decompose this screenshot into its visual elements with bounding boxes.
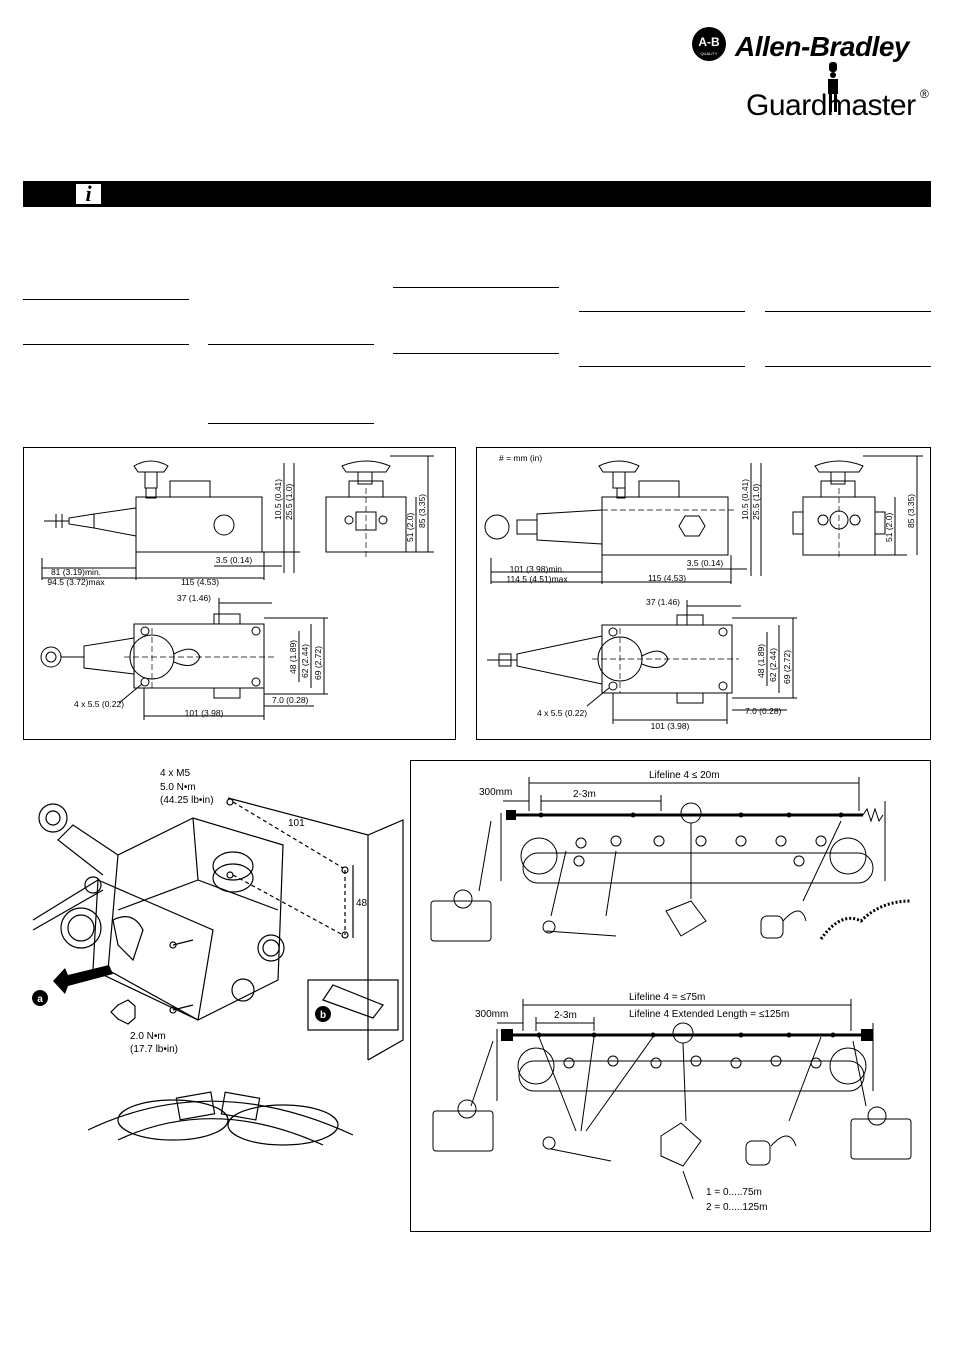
dim-101: 101 (3.98) <box>651 721 690 731</box>
spacing-double: 2-3m <box>554 1010 577 1021</box>
legend-1: 1 = 0.....75m <box>706 1187 762 1198</box>
lifeline-single: Lifeline 4 ≤ 20m <box>649 770 720 781</box>
cover-torque-lbin: (17.7 lb•in) <box>130 1044 178 1055</box>
dim-62: 62 (2.44) <box>300 644 310 678</box>
product-line: Guardmaster <box>746 89 916 122</box>
dim-3-5: 3.5 (0.14) <box>216 555 253 565</box>
dim-max: 94.5 (3.72)max <box>47 577 105 587</box>
dim-37: 37 (1.46) <box>646 597 680 607</box>
rope-installation-panel: Lifeline 4 ≤ 20m 300mm 2-3m <box>410 760 931 1232</box>
section-header-bar <box>23 181 931 207</box>
dim-7: 7.0 (0.28) <box>272 695 309 705</box>
cover-torque-nm: 2.0 N•m <box>130 1031 166 1042</box>
rule <box>208 344 374 345</box>
ab-badge-icon <box>692 27 726 61</box>
dim-115: 115 (4.53) <box>648 573 686 583</box>
callout-b-icon <box>315 1006 331 1022</box>
dim-holes: 4 x 5.5 (0.22) <box>537 708 587 718</box>
spacing-48: 48 <box>356 898 368 909</box>
mounting-illustration: a b 4 x M5 5.0 N•m (44.25 lb•in) 101 48 … <box>23 760 408 1180</box>
dim-25-5: 25.5 (1.0) <box>751 483 761 520</box>
rule <box>579 311 745 312</box>
dim-10-5: 10.5 (0.41) <box>740 479 750 520</box>
callout-b: b <box>320 1010 326 1021</box>
legend-2: 2 = 0.....125m <box>706 1202 767 1213</box>
rule <box>579 366 745 367</box>
dim-85: 85 (3.35) <box>906 494 916 528</box>
rule <box>765 311 931 312</box>
dim-3-5: 3.5 (0.14) <box>687 558 724 568</box>
dim-25-5: 25.5 (1.0) <box>284 483 294 520</box>
brand-logo: A-B QUALITY Allen-Bradley Guardmaster ® <box>690 22 940 127</box>
end-gap-double: 300mm <box>475 1009 508 1020</box>
lifeline-double-ext: Lifeline 4 Extended Length = ≤125m <box>629 1009 789 1020</box>
dim-holes: 4 x 5.5 (0.22) <box>74 699 124 709</box>
ab-badge-text: A-B <box>698 35 720 49</box>
torque-lbin: (44.25 lb•in) <box>160 795 214 806</box>
callout-a-icon <box>32 990 48 1006</box>
lifeline-double: Lifeline 4 = ≤75m <box>629 992 705 1003</box>
screw-spec: 4 x M5 <box>160 768 190 779</box>
dim-85: 85 (3.35) <box>417 494 427 528</box>
end-gap-single: 300mm <box>479 787 512 798</box>
rule <box>23 344 189 345</box>
rule <box>765 366 931 367</box>
dim-max: 114.5 (4.51)max <box>506 574 568 584</box>
rule <box>393 353 559 354</box>
rule <box>208 423 374 424</box>
dimension-drawing-left: 81 (3.19)min. 94.5 (3.72)max 115 (4.53) … <box>23 447 456 740</box>
dim-51: 51 (2.0) <box>884 513 894 542</box>
dim-48: 48 (1.89) <box>756 644 766 678</box>
rule <box>393 287 559 288</box>
spacing-101: 101 <box>288 818 305 829</box>
torque-nm: 5.0 N•m <box>160 782 196 793</box>
dim-101: 101 (3.98) <box>185 708 224 718</box>
info-icon: i <box>75 183 102 205</box>
company-name: Allen-Bradley <box>734 31 911 62</box>
dim-51: 51 (2.0) <box>405 513 415 542</box>
callout-a: a <box>37 994 43 1005</box>
spacing-single: 2-3m <box>573 789 596 800</box>
dim-min: 81 (3.19)min. <box>51 567 101 577</box>
guardsman-icon <box>828 62 838 112</box>
dimension-drawing-right: # = mm (in) <box>476 447 931 740</box>
rule <box>23 299 189 300</box>
dim-69: 69 (2.72) <box>313 646 323 680</box>
dim-62: 62 (2.44) <box>768 648 778 682</box>
unit-note: # = mm (in) <box>499 453 542 463</box>
dim-min: 101 (3.98)min. <box>510 564 565 574</box>
dim-69: 69 (2.72) <box>782 650 792 684</box>
dim-7: 7.0 (0.28) <box>745 706 782 716</box>
dim-115: 115 (4.53) <box>181 577 219 587</box>
dim-10-5: 10.5 (0.41) <box>273 479 283 520</box>
dim-37: 37 (1.46) <box>177 593 211 603</box>
dim-48: 48 (1.89) <box>288 640 298 674</box>
ab-badge-sub: QUALITY <box>700 51 717 56</box>
registered-mark: ® <box>920 87 929 101</box>
